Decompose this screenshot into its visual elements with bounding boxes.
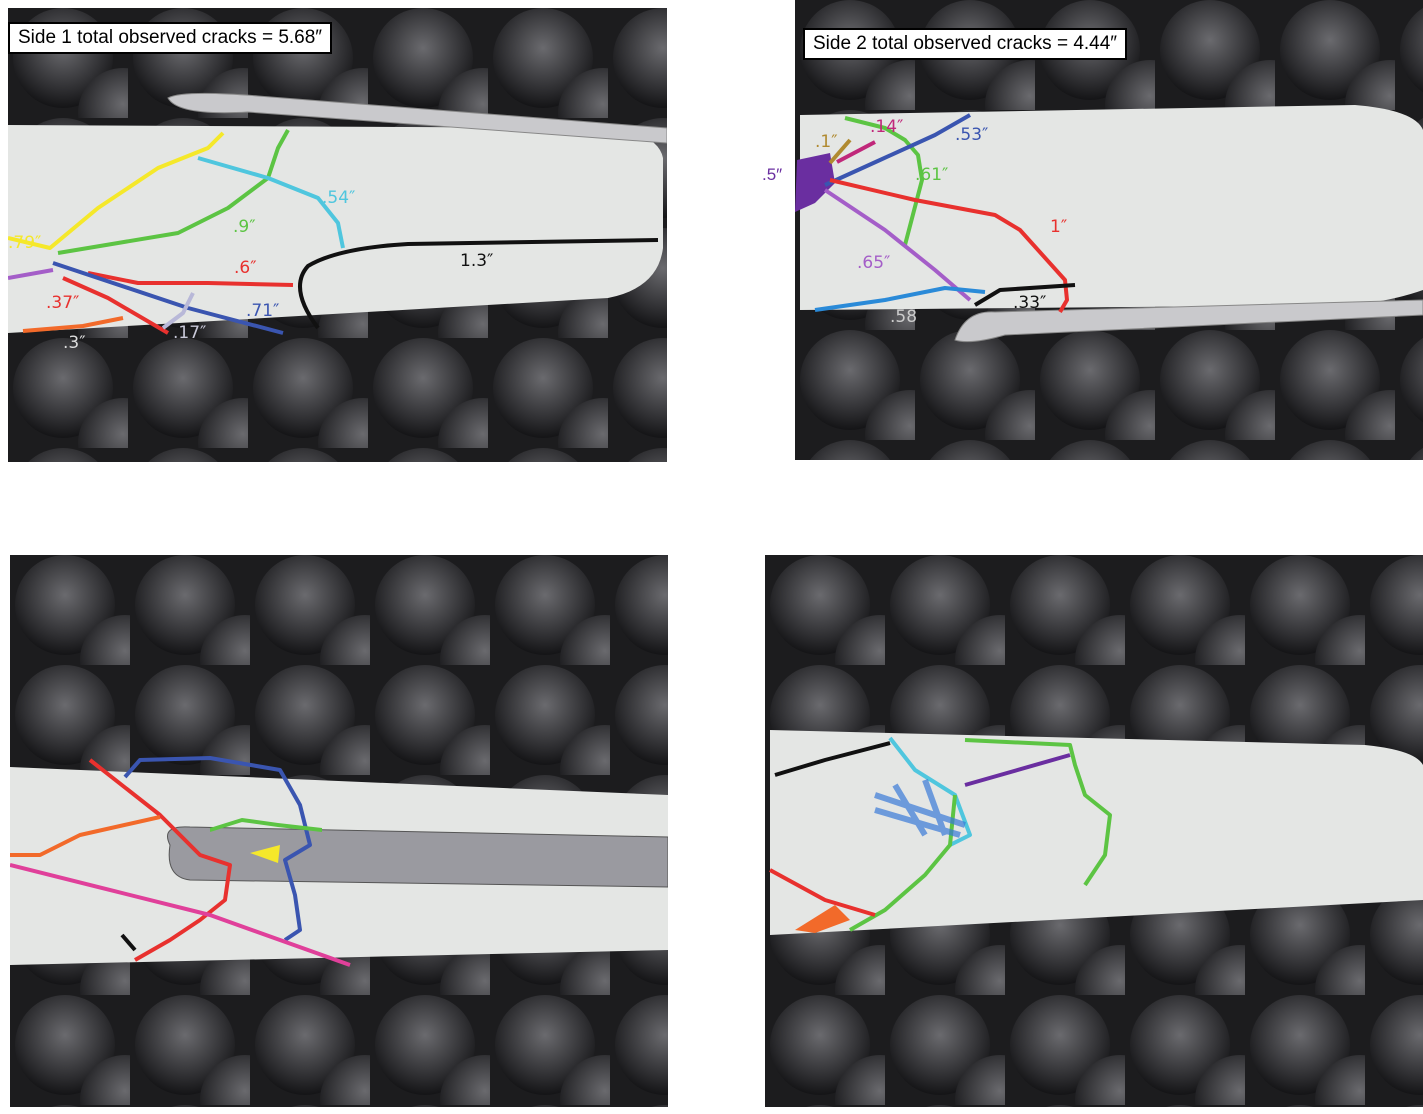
photo-side-4 xyxy=(765,555,1423,1107)
crack-label-red: 1″ xyxy=(1050,217,1067,237)
side-1-title: Side 1 total observed cracks = 5.68″ xyxy=(8,22,333,54)
crack-label-green: .61″ xyxy=(915,165,948,185)
side-4-annotated-photo xyxy=(765,555,1423,1107)
crack-label-red: .6″ xyxy=(234,258,257,278)
crack-label-blue: .71″ xyxy=(246,301,279,321)
pen-barrel xyxy=(770,730,1423,935)
side-1-annotated-photo: .79″ .9″ .54″ 1.3″ .6″ .37″ .71″ .17″ .3… xyxy=(8,8,667,462)
pen-clip xyxy=(954,299,1423,343)
side-2-title: Side 2 total observed cracks = 4.44″ xyxy=(803,28,1128,60)
crack-label-violet: .65″ xyxy=(857,253,890,273)
crack-label-green: .9″ xyxy=(233,217,256,237)
side-3-annotated-photo xyxy=(10,555,668,1107)
crack-label-orange: .3″ xyxy=(63,333,86,353)
crack-label-red-2: .37″ xyxy=(46,293,79,313)
crack-label-lightblue: .58 xyxy=(890,307,917,327)
photo-side-1: .79″ .9″ .54″ 1.3″ .6″ .37″ .71″ .17″ .3… xyxy=(8,8,667,462)
crack-label-lavender: .17″ xyxy=(173,323,206,343)
photo-side-2: .1″ .14″ .53″ .5″ .61″ 1″ .65″ .33″ .58 … xyxy=(795,0,1423,460)
crack-label-cyan: .54″ xyxy=(322,188,355,208)
photo-side-3 xyxy=(10,555,668,1107)
crack-label-blue: .53″ xyxy=(955,125,988,145)
crack-shape-purple xyxy=(795,153,835,212)
crack-shape-orange xyxy=(795,905,850,933)
crack-label-magenta: .14″ xyxy=(870,117,903,137)
pen-cap xyxy=(800,105,1423,310)
crack-label-yellow: .79″ xyxy=(8,233,41,253)
side-2-annotated-photo: .1″ .14″ .53″ .5″ .61″ 1″ .65″ .33″ .58 xyxy=(795,0,1423,460)
scribble-blue xyxy=(874,778,966,838)
crack-label-gold: .1″ xyxy=(815,132,838,152)
crack-shape-yellow xyxy=(250,845,280,863)
crack-label-purple-outer: .5″ xyxy=(762,165,783,184)
crack-label-black: 1.3″ xyxy=(460,251,493,271)
pen-clip xyxy=(167,826,668,888)
crack-label-black: .33″ xyxy=(1013,293,1046,313)
pen-clip xyxy=(167,92,667,144)
